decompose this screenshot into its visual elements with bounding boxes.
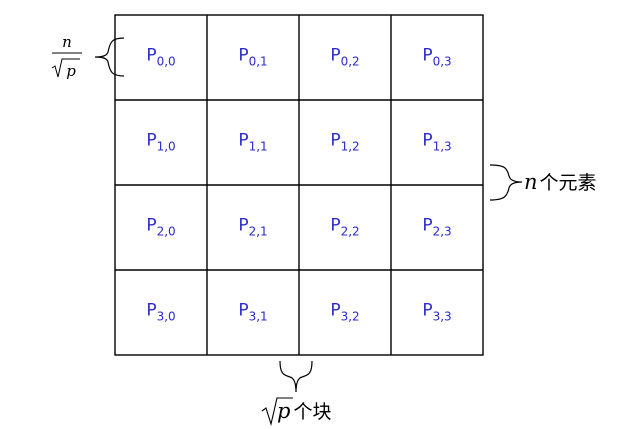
cell-label-base: P (238, 131, 248, 151)
cell-label-base: P (238, 216, 248, 236)
cell-label-base: P (146, 216, 156, 236)
cell-label-2-0: P2,0 (146, 216, 175, 239)
cell-label-subscript: 1,2 (341, 140, 360, 154)
cell-label-subscript: 2,2 (341, 225, 360, 239)
cell-label-1-3: P1,3 (422, 131, 451, 154)
cell-label-base: P (146, 301, 156, 321)
cell-label-subscript: 3,3 (433, 310, 452, 324)
fraction-numerator: n (62, 33, 72, 51)
cell-label-subscript: 1,1 (249, 140, 268, 154)
sqrt-symbol-bottom (261, 397, 293, 427)
cell-label-base: P (422, 131, 432, 151)
cell-label-base: P (330, 131, 340, 151)
cell-label-base: P (422, 216, 432, 236)
cell-label-0-3: P0,3 (422, 46, 451, 69)
cell-label-3-0: P3,0 (146, 301, 175, 324)
cell-label-0-2: P0,2 (330, 46, 359, 69)
left-brace-icon (94, 37, 125, 77)
cell-label-2-3: P2,3 (422, 216, 451, 239)
cell-label-base: P (146, 46, 156, 66)
bottom-brace-icon (279, 360, 313, 393)
cell-label-base: P (238, 46, 248, 66)
cell-label-subscript: 0,2 (341, 55, 360, 69)
cell-label-1-0: P1,0 (146, 131, 175, 154)
cell-label-3-2: P3,2 (330, 301, 359, 324)
cell-label-subscript: 2,3 (433, 225, 452, 239)
cell-label-0-1: P0,1 (238, 46, 267, 69)
right-brace-icon (489, 164, 523, 201)
cell-label-1-1: P1,1 (238, 131, 267, 154)
cell-label-2-1: P2,1 (238, 216, 267, 239)
cell-label-1-2: P1,2 (330, 131, 359, 154)
cell-label-base: P (238, 301, 248, 321)
block-size-annotation: n p (51, 33, 125, 80)
cell-label-3-3: P3,3 (422, 301, 451, 324)
cell-label-2-2: P2,2 (330, 216, 359, 239)
cell-label-subscript: 0,0 (157, 55, 176, 69)
cell-label-subscript: 0,1 (249, 55, 268, 69)
cell-label-subscript: 1,3 (433, 140, 452, 154)
cell-label-subscript: 1,0 (157, 140, 176, 154)
grid-lines (114, 14, 484, 356)
cell-label-base: P (330, 301, 340, 321)
cell-label-subscript: 3,1 (249, 310, 268, 324)
fraction-denominator: p (66, 62, 76, 80)
cell-label-base: P (146, 131, 156, 151)
cell-label-base: P (330, 46, 340, 66)
sqrt-symbol (51, 58, 80, 78)
cell-label-3-1: P3,1 (238, 301, 267, 324)
cell-label-subscript: 3,2 (341, 310, 360, 324)
cell-label-0-0: P0,0 (146, 46, 175, 69)
cell-label-subscript: 3,0 (157, 310, 176, 324)
cell-label-base: P (422, 301, 432, 321)
cell-label-subscript: 2,0 (157, 225, 176, 239)
cell-label-base: P (330, 216, 340, 236)
cell-label-subscript: 2,1 (249, 225, 268, 239)
cell-label-subscript: 0,3 (433, 55, 452, 69)
cell-label-base: P (422, 46, 432, 66)
